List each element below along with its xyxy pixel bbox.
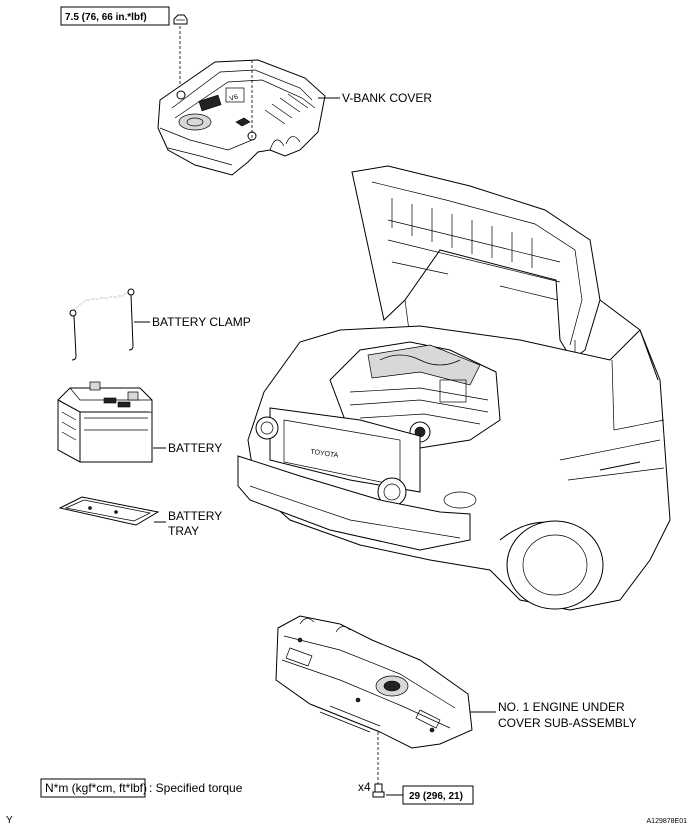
engine-block bbox=[329, 341, 501, 449]
label-under-cover-line1: NO. 1 ENGINE UNDER bbox=[498, 700, 625, 714]
label-battery-clamp: BATTERY CLAMP bbox=[152, 315, 251, 329]
corner-mark: Y bbox=[6, 815, 13, 826]
label-v-bank-cover: V-BANK COVER bbox=[342, 91, 432, 105]
torque-value-bottom: 29 (296, 21) bbox=[409, 791, 463, 802]
engine-under-cover-part bbox=[275, 615, 473, 749]
torque-value-top: 7.5 (76, 66 in.*lbf) bbox=[65, 12, 147, 23]
label-under-cover-line2: COVER SUB-ASSEMBLY bbox=[498, 716, 636, 730]
battery-tray-part bbox=[58, 496, 160, 526]
svg-text:V6: V6 bbox=[229, 94, 239, 103]
battery-clamp-part bbox=[69, 288, 135, 361]
v-bank-cover-part: V6 bbox=[157, 59, 326, 176]
legend-description: : Specified torque bbox=[149, 781, 243, 795]
bolt-quantity: x4 bbox=[358, 780, 371, 794]
torque-legend: N*m (kgf*cm, ft*lbf) : Specified torque bbox=[40, 778, 243, 798]
svg-text:TOYOTA: TOYOTA bbox=[310, 449, 339, 460]
vehicle-front-view: TOYOTA bbox=[237, 165, 671, 611]
torque-callout-bottom: x4 29 (296, 21) bbox=[358, 732, 474, 805]
nut-icon bbox=[173, 14, 188, 25]
legend-box-text: N*m (kgf*cm, ft*lbf) bbox=[45, 781, 147, 795]
legend-box bbox=[40, 778, 146, 798]
torque-box-top bbox=[60, 6, 170, 26]
torque-callout-top: 7.5 (76, 66 in.*lbf) bbox=[60, 6, 188, 95]
figure-code: A129878E01 bbox=[647, 818, 688, 825]
bolt-icon bbox=[372, 783, 385, 798]
battery-part bbox=[57, 381, 153, 463]
label-battery: BATTERY bbox=[168, 441, 222, 455]
label-battery-tray-line1: BATTERY bbox=[168, 509, 222, 523]
label-battery-tray-line2: TRAY bbox=[168, 524, 199, 538]
